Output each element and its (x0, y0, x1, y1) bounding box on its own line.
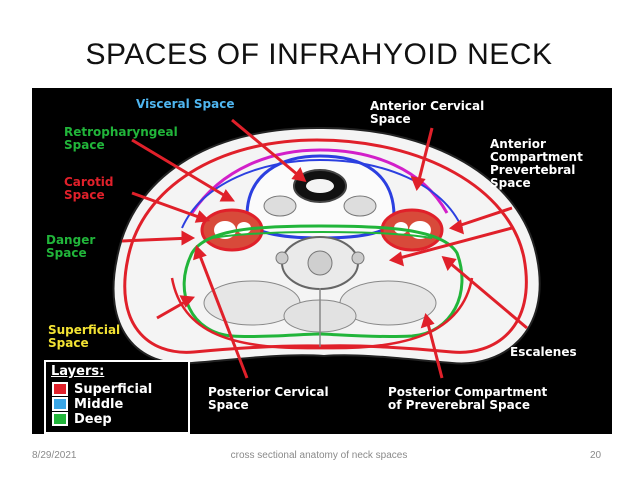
layers-legend: Layers: Superficial Middle Deep (44, 360, 190, 434)
footer-caption: cross sectional anatomy of neck spaces (230, 450, 408, 461)
label-posterior-cervical-space: Posterior Cervical Space (208, 385, 329, 412)
legend-label-superficial: Superficial (74, 381, 153, 397)
legend-title: Layers: (51, 364, 105, 379)
legend-label-middle: Middle (74, 396, 124, 412)
legend-item-superficial: Superficial (52, 381, 153, 397)
thyroid-right (343, 195, 377, 217)
label-carotid-space: Carotid Space (64, 175, 114, 202)
label-anterior-cervical-space: Anterior Cervical Space (370, 99, 485, 126)
footer-page-number: 20 (590, 450, 602, 461)
label-visceral-space: Visceral Space (136, 97, 235, 111)
label-retropharyngeal-space: Retropharyngeal Space (64, 125, 178, 152)
anatomy-diagram (112, 118, 541, 379)
legend-item-middle: Middle (52, 396, 124, 412)
label-danger-space: Danger Space (46, 233, 96, 260)
legend-swatch-deep (52, 412, 68, 426)
legend-swatch-superficial (52, 382, 68, 396)
slide-title: SPACES OF INFRAHYOID NECK (85, 38, 553, 71)
label-superficial-space: Superficial Space (48, 323, 121, 350)
legend-label-deep: Deep (74, 411, 112, 427)
middle-layer-outer (181, 158, 463, 229)
deep-layer-anterior (211, 231, 433, 239)
label-posterior-compartment-prevertebral-space: Posterior Compartment of Preverebral Spa… (388, 385, 548, 412)
legend-swatch-middle (52, 397, 68, 411)
neck-cross-section-figure: Visceral Space Anterior Cervical Space R… (32, 88, 612, 434)
thyroid-left (263, 195, 297, 217)
legend-item-deep: Deep (52, 411, 112, 427)
pointer-arrows (121, 118, 528, 379)
superficial-layer-outer (123, 138, 528, 354)
label-anterior-compartment-prevertebral-space: Anterior Compartment Prevertebral Space (490, 137, 583, 190)
superficial-layer-inner (170, 277, 474, 350)
footer-date: 8/29/2021 (32, 450, 77, 461)
label-escalenes: Escalenes (510, 345, 577, 359)
